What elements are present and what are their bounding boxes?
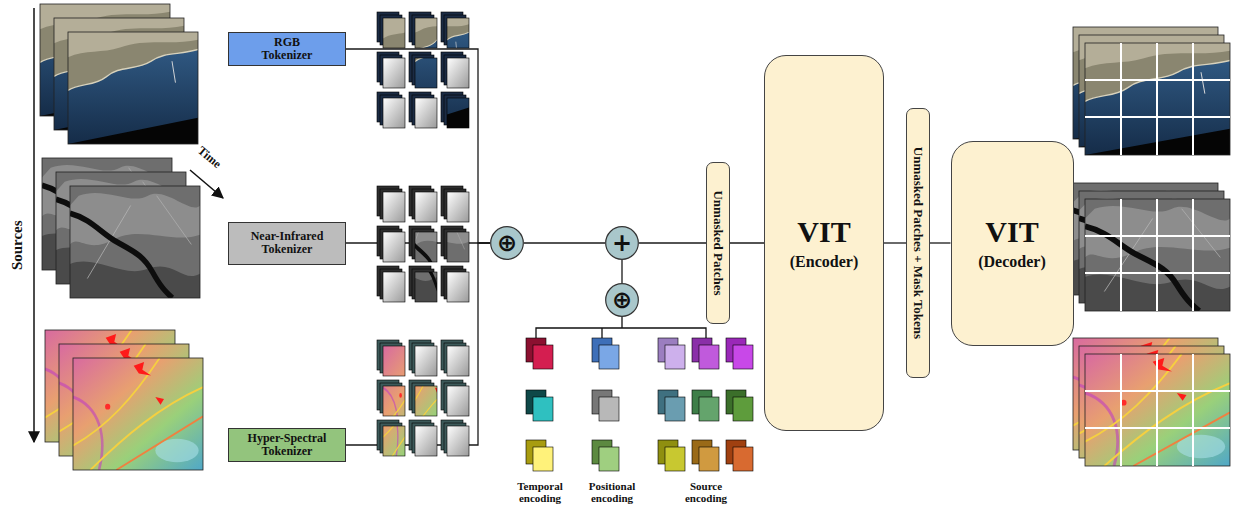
rgb-patches xyxy=(377,12,469,129)
patch-box: Unmasked Patches + Mask Tokens xyxy=(906,108,930,378)
encoding-label: Temporal encoding xyxy=(510,480,570,504)
connector xyxy=(639,242,706,243)
hyperspectral-patches xyxy=(377,340,469,457)
tokenizer-box: Hyper-Spectral Tokenizer xyxy=(228,428,346,463)
tokenizer-label: RGB Tokenizer xyxy=(256,36,318,63)
circle-outline xyxy=(606,227,639,260)
encoding-wire xyxy=(536,317,706,338)
connector xyxy=(730,242,764,243)
operator-symbol: ⊕ xyxy=(612,288,632,312)
add-operator: + xyxy=(605,226,639,260)
tokenizer-label: Hyper-Spectral Tokenizer xyxy=(238,432,336,459)
hyperspectral-output-stack xyxy=(1073,338,1230,466)
patch-box: Unmasked Patches xyxy=(706,162,730,324)
rgb-image-stack xyxy=(40,4,198,144)
axis-label: Sources xyxy=(9,220,26,270)
encoding-label: Positional encoding xyxy=(579,480,645,504)
encoding-label: Source encoding xyxy=(675,480,737,504)
rgb-output-stack xyxy=(1073,27,1230,155)
operator-symbol: + xyxy=(612,231,632,255)
encoder-box: VIT (Encoder) xyxy=(764,55,884,431)
concat-operator: ⊕ xyxy=(605,283,639,317)
patch-label: Unmasked Patches xyxy=(711,190,726,295)
nir-output-stack xyxy=(1073,183,1230,311)
hyperspectral-image-stack xyxy=(45,330,203,470)
operator-symbol: ⊕ xyxy=(497,231,517,255)
connector xyxy=(524,242,605,243)
connector xyxy=(884,242,906,243)
circle-outline xyxy=(491,227,524,260)
tokenizer-label: Near-Infrared Tokenizer xyxy=(241,230,333,257)
nir-image-stack xyxy=(42,158,200,298)
axis-label: Time xyxy=(195,144,224,171)
vit-subtitle: (Decoder) xyxy=(978,253,1046,271)
nir-patches xyxy=(377,186,469,303)
patch-label: Unmasked Patches + Mask Tokens xyxy=(911,147,926,339)
decoder-box: VIT (Decoder) xyxy=(951,141,1074,346)
circle-outline xyxy=(606,284,639,317)
vit-subtitle: (Encoder) xyxy=(790,253,858,271)
concat-operator: ⊕ xyxy=(490,226,524,260)
vit-title: VIT xyxy=(797,215,850,249)
temporal-encoding-stack xyxy=(526,338,553,471)
tokenizer-box: RGB Tokenizer xyxy=(228,32,346,67)
vit-title: VIT xyxy=(985,215,1038,249)
connector xyxy=(621,260,622,283)
connector xyxy=(930,242,951,243)
sources-arrow xyxy=(33,8,35,442)
tokenizer-box: Near-Infrared Tokenizer xyxy=(228,222,346,265)
source-encoding-grid xyxy=(658,338,753,471)
positional-encoding-stack xyxy=(592,338,619,471)
